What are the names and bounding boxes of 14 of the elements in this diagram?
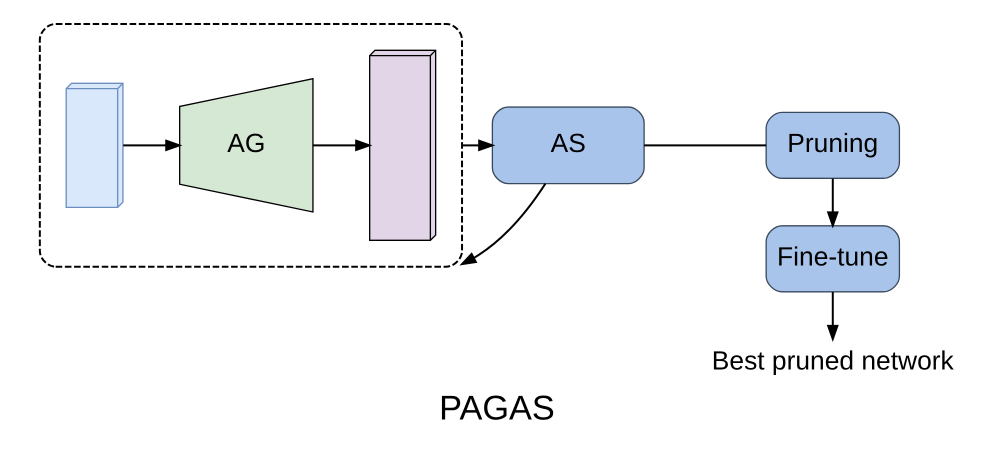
node-text: Best pruned network (711, 346, 954, 376)
arrow (312, 139, 372, 152)
connector (644, 144, 766, 146)
arrow (826, 292, 838, 342)
arrow (826, 178, 838, 229)
node-box: AG (178, 78, 314, 213)
node-box: AS (491, 106, 644, 184)
caption: PAGAS (438, 390, 554, 428)
node-box: Pruning (765, 112, 900, 179)
arrow (462, 139, 495, 152)
cluster (38, 22, 463, 268)
node-box: Fine-tune (765, 225, 900, 292)
arrow (122, 139, 182, 152)
arrow (458, 183, 546, 266)
